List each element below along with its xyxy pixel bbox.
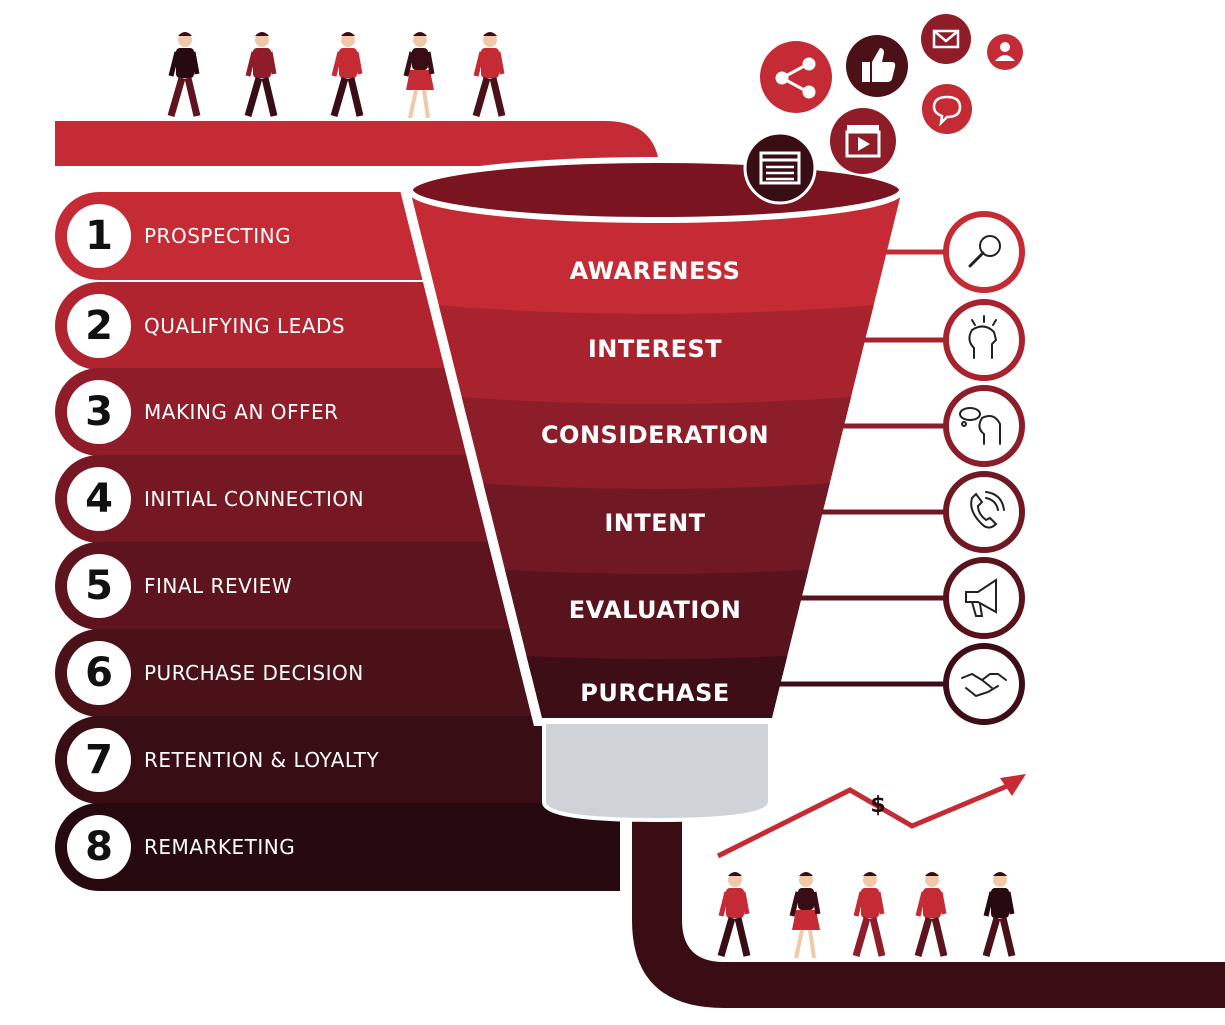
step-number-6: 6 <box>67 641 131 705</box>
megaphone-icon <box>943 557 1025 639</box>
step-label-2: QUALIFYING LEADS <box>144 314 346 338</box>
step-bar <box>55 542 520 630</box>
stage-label-evaluation: EVALUATION <box>568 596 742 624</box>
step-number-3: 3 <box>67 380 131 444</box>
stage-label-intent: INTENT <box>604 509 706 537</box>
stage-label-purchase: PURCHASE <box>580 679 730 707</box>
handshake-icon <box>943 643 1025 725</box>
walking-person <box>167 32 201 117</box>
step-number-4: 4 <box>67 467 131 531</box>
step-number-8: 8 <box>67 815 131 879</box>
step-label-1: PROSPECTING <box>144 224 292 248</box>
share-icon <box>760 41 832 113</box>
step-number-5: 5 <box>67 554 131 618</box>
walking-person <box>717 872 751 957</box>
head-thought-bubble-icon <box>943 385 1025 467</box>
funnel-band <box>410 475 902 590</box>
walking-person <box>330 32 364 117</box>
stage-icons <box>775 211 1025 725</box>
step-bar <box>55 629 545 717</box>
step-bar <box>55 716 585 804</box>
funnel-band <box>410 390 902 505</box>
step-bar <box>55 282 470 370</box>
step-label-3: MAKING AN OFFER <box>144 400 339 424</box>
step-label-8: REMARKETING <box>144 835 296 859</box>
step-bar <box>55 368 480 456</box>
funnel-mouth <box>407 157 905 223</box>
walking-person <box>789 872 821 959</box>
step-label-5: FINAL REVIEW <box>144 574 293 598</box>
step-bars <box>55 192 620 891</box>
top-pipe <box>55 121 660 220</box>
walking-person <box>472 32 506 117</box>
walking-person <box>403 32 435 119</box>
funnel-band <box>410 300 902 420</box>
walking-person <box>982 872 1016 957</box>
step-number-2: 2 <box>67 294 131 358</box>
phone-call-icon <box>943 471 1025 553</box>
stage-label-consideration: CONSIDERATION <box>540 421 770 449</box>
walking-people <box>167 32 1016 959</box>
walking-person <box>852 872 886 957</box>
bottom-pipe <box>632 810 1225 1008</box>
growth-arrow: $ <box>716 774 1026 859</box>
envelope-icon <box>921 14 971 64</box>
walking-person <box>244 32 278 117</box>
step-number-7: 7 <box>67 728 131 792</box>
step-label-4: INITIAL CONNECTION <box>144 487 365 511</box>
step-label-7: RETENTION & LOYALTY <box>144 748 380 772</box>
stage-label-interest: INTEREST <box>587 335 723 363</box>
media-icons <box>743 14 1023 205</box>
step-bar <box>55 803 620 891</box>
step-number-1: 1 <box>67 204 131 268</box>
head-idea-icon <box>943 299 1025 381</box>
dollar-symbol: $ <box>870 793 885 818</box>
step-label-6: PURCHASE DECISION <box>144 661 364 685</box>
funnel-spout <box>542 720 772 823</box>
step-bar <box>55 455 500 543</box>
step-bar <box>55 192 470 280</box>
stage-label-awareness: AWARENESS <box>569 257 741 285</box>
chat-bubble-icon <box>922 84 972 134</box>
walking-person <box>914 872 948 957</box>
